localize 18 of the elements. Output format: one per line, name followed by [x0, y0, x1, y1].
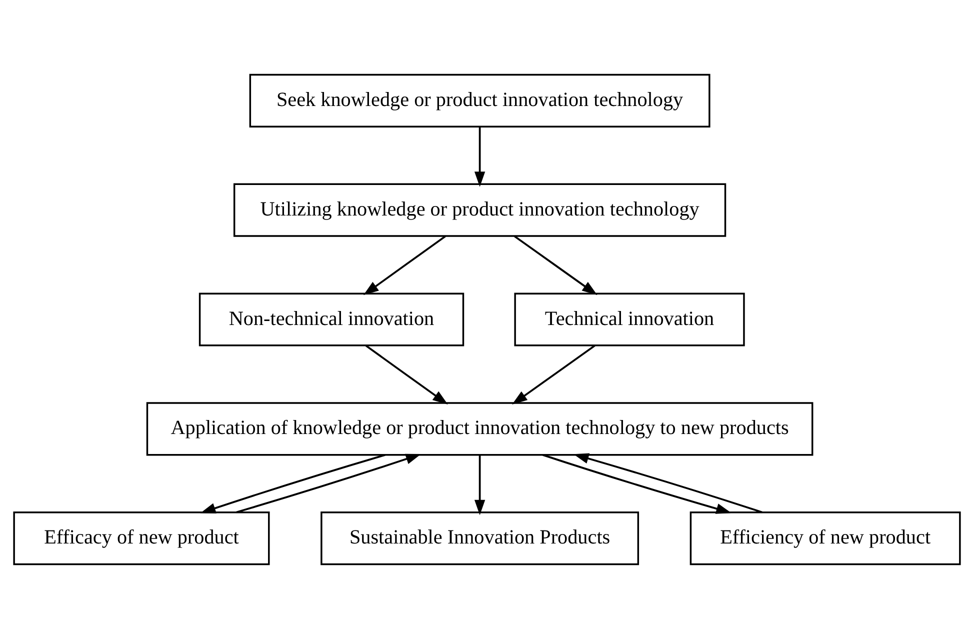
arrow — [236, 453, 422, 513]
arrow — [474, 126, 486, 186]
arrow — [200, 454, 386, 513]
arrow — [512, 344, 596, 404]
node-box: Efficiency of new product — [690, 511, 961, 565]
node-box: Technical innovation — [514, 292, 745, 346]
node-box: Seek knowledge or product innovation technology — [249, 73, 710, 127]
node-box: Efficacy of new product — [13, 511, 270, 565]
arrow — [542, 454, 732, 514]
node-box: Utilizing knowledge or product innovation technology — [233, 182, 726, 236]
arrow — [363, 234, 446, 295]
arrow — [573, 452, 762, 513]
node-box: Application of knowledge or product innovation technology to new products — [146, 402, 814, 456]
node-box: Non-technical innovation — [198, 292, 464, 346]
arrow — [514, 234, 598, 295]
arrow — [474, 454, 486, 515]
arrow — [365, 344, 448, 404]
node-box: Sustainable Innovation Products — [320, 511, 640, 565]
